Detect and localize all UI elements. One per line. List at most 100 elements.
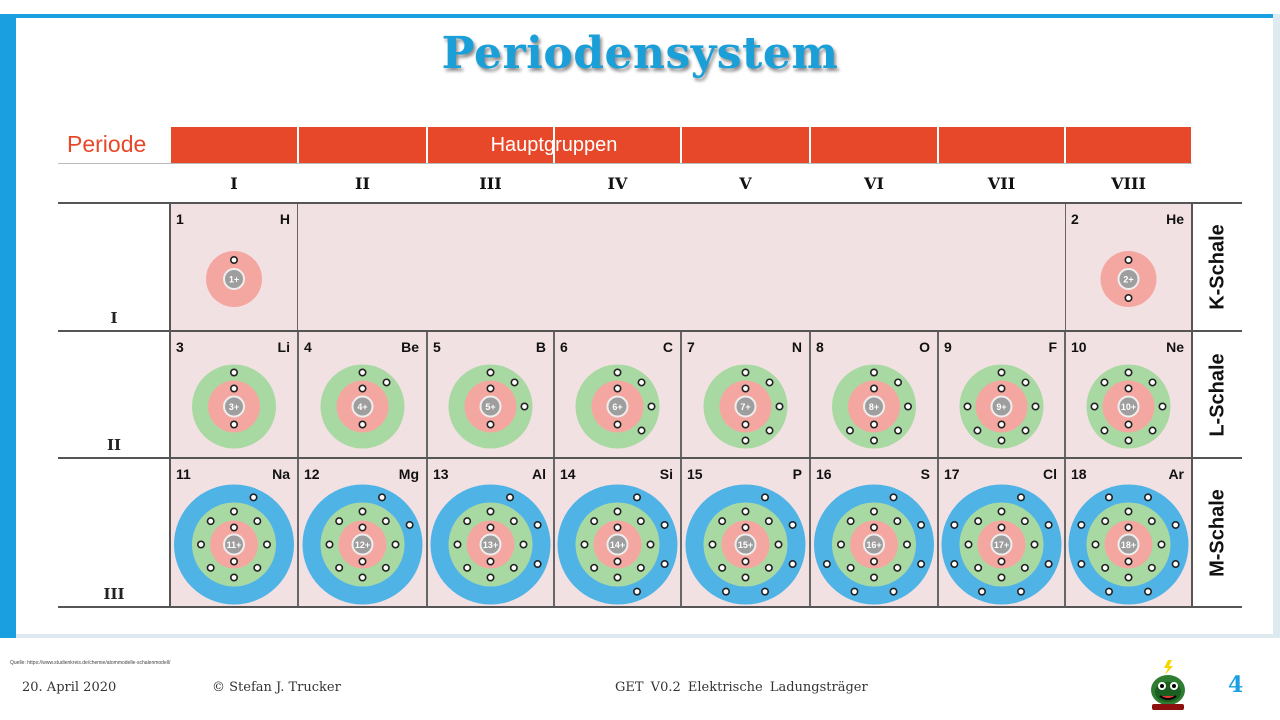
nucleus-charge: 16+ xyxy=(866,540,881,550)
electron xyxy=(1020,563,1029,572)
cell-border xyxy=(298,331,427,458)
electron xyxy=(1124,436,1133,445)
electron xyxy=(463,563,472,572)
cell-border xyxy=(681,331,810,458)
nucleus xyxy=(606,395,629,418)
electron xyxy=(613,573,622,582)
electron xyxy=(335,517,344,526)
electron xyxy=(1124,573,1133,582)
header-orange-cell xyxy=(299,127,426,163)
atom-model-si: 14+ xyxy=(557,484,678,605)
nucleus xyxy=(351,395,374,418)
electron xyxy=(1021,378,1030,387)
element-symbol: Mg xyxy=(398,466,419,482)
electron xyxy=(1031,402,1040,411)
nucleus-charge: 13+ xyxy=(483,540,498,550)
electron xyxy=(1148,426,1157,435)
electron xyxy=(509,563,518,572)
element-cell-mg: 12+ 12 Mg xyxy=(298,458,427,607)
element-symbol: B xyxy=(535,339,546,355)
electron xyxy=(1144,493,1153,502)
cell-border xyxy=(1065,458,1192,607)
electron xyxy=(894,378,903,387)
cell-border xyxy=(170,458,298,607)
row-divider xyxy=(58,457,1242,459)
element-symbol: Be xyxy=(401,339,419,355)
cell-border xyxy=(810,331,938,458)
period-label: III xyxy=(103,585,125,603)
atom-model-ne: 10+ xyxy=(1086,364,1171,449)
group-header: VIII xyxy=(1066,164,1191,200)
electron xyxy=(997,420,1006,429)
element-symbol: Si xyxy=(659,466,673,482)
nucleus-charge: 14+ xyxy=(610,540,625,550)
element-symbol: N xyxy=(791,339,802,355)
row-divider xyxy=(58,202,1242,204)
footer-author: © Stefan J. Trucker xyxy=(212,680,341,695)
electron xyxy=(1171,520,1180,529)
electron xyxy=(917,520,926,529)
nucleus xyxy=(1117,395,1140,418)
atomic-number: 12 xyxy=(304,466,320,482)
cell-border xyxy=(298,458,427,607)
electron xyxy=(1124,368,1133,377)
element-symbol: Na xyxy=(272,466,290,482)
electron xyxy=(358,557,367,566)
atomic-number: 9 xyxy=(944,339,952,355)
electron xyxy=(1158,402,1167,411)
electron xyxy=(229,507,238,516)
group-header: III xyxy=(428,164,553,200)
electron xyxy=(486,420,495,429)
element-symbol: Ne xyxy=(1166,339,1184,355)
atomic-number: 18 xyxy=(1071,466,1087,482)
shell-label: K-Schale xyxy=(1194,203,1242,331)
electron xyxy=(580,540,589,549)
electron xyxy=(253,563,262,572)
atom-model-n: 7+ xyxy=(703,364,788,449)
nucleus-charge: 12+ xyxy=(355,540,370,550)
electron xyxy=(869,573,878,582)
electron xyxy=(636,517,645,526)
electron xyxy=(486,557,495,566)
electron xyxy=(486,384,495,393)
cell-border xyxy=(170,331,298,458)
electron xyxy=(1100,378,1109,387)
cell-border xyxy=(1065,331,1192,458)
shell-label-text: K-Schale xyxy=(1206,224,1229,310)
electron xyxy=(718,563,727,572)
electron xyxy=(889,587,898,596)
electron xyxy=(206,563,215,572)
electron xyxy=(453,540,462,549)
element-symbol: C xyxy=(662,339,673,355)
period-label-column xyxy=(58,203,170,607)
electron xyxy=(1017,493,1026,502)
group-header: I xyxy=(171,164,297,200)
column-divider xyxy=(1191,203,1193,607)
shell-label: M-Schale xyxy=(1194,458,1242,607)
electron xyxy=(950,520,959,529)
electron xyxy=(761,493,770,502)
atom-model-li: 3+ xyxy=(192,364,276,449)
electron xyxy=(358,507,367,516)
period-label: I xyxy=(110,309,118,327)
element-symbol: He xyxy=(1166,211,1184,227)
electron xyxy=(741,523,750,532)
nucleus-charge: 4+ xyxy=(357,402,367,412)
nucleus xyxy=(990,533,1013,556)
element-symbol: S xyxy=(920,466,930,482)
nucleus xyxy=(734,395,757,418)
group-header: VII xyxy=(939,164,1064,200)
nucleus-charge: 3+ xyxy=(229,402,239,412)
electron xyxy=(533,560,542,569)
electron xyxy=(741,507,750,516)
hauptgruppen-label: Hauptgruppen xyxy=(490,134,618,156)
atomic-number: 7 xyxy=(687,339,695,355)
element-symbol: Ar xyxy=(1168,466,1184,482)
